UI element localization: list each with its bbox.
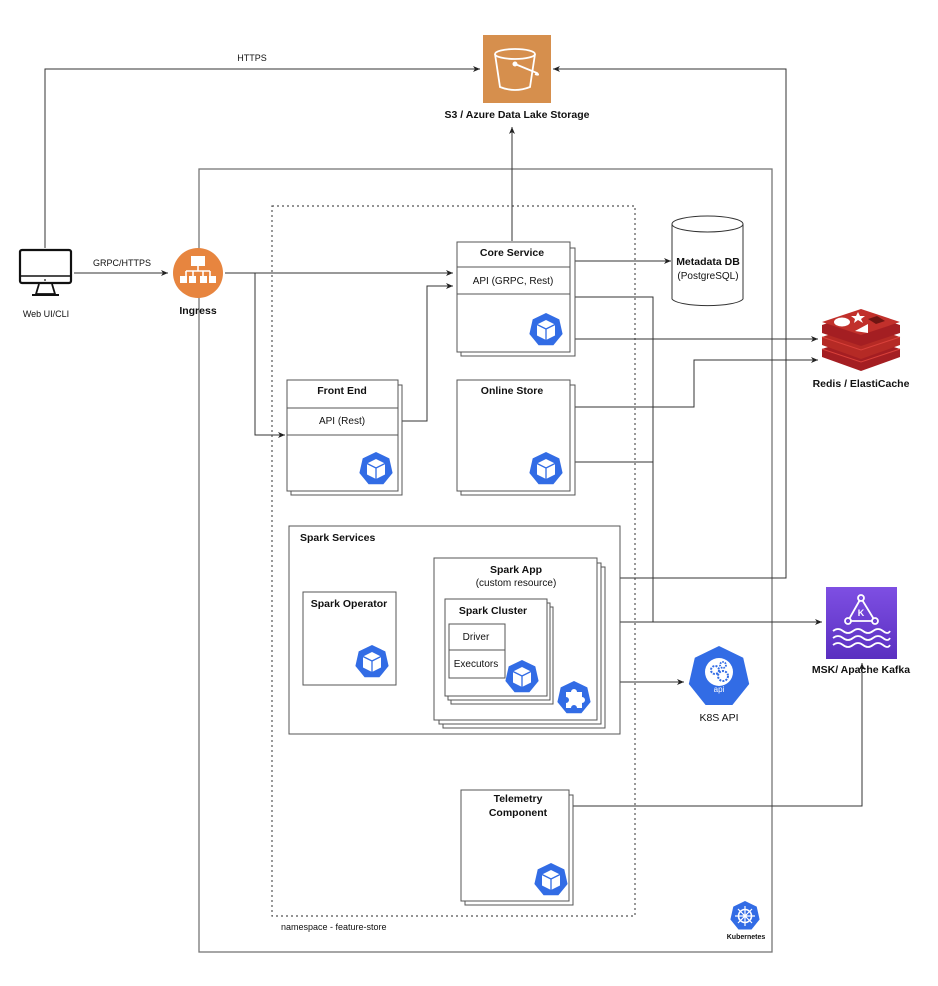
redis-node[interactable]: Redis / ElastiCache [813, 309, 910, 390]
custom-resource-icon [557, 681, 591, 714]
k8s-api-label: K8S API [699, 712, 738, 724]
edge-sparkapp-to-storage [553, 66, 787, 579]
ingress-label: Ingress [179, 305, 217, 317]
kubernetes-badge: Kubernetes [727, 901, 766, 941]
edges [44, 66, 865, 807]
redis-label: Redis / ElastiCache [813, 378, 910, 390]
storage-node[interactable]: S3 / Azure Data Lake Storage [445, 35, 590, 121]
monitor-icon [18, 248, 73, 296]
spark-app-title: Spark App [490, 564, 542, 576]
kafka-icon [832, 594, 891, 648]
ingress-icon-bg [173, 248, 223, 298]
core-service-api: API (GRPC, Rest) [473, 276, 554, 287]
k8s-api-icon-text: api [714, 685, 725, 694]
spark-executors: Executors [454, 659, 498, 670]
edge-label-grpc-https: GRPC/HTTPS [93, 258, 151, 268]
edge-onlinestore-to-redis [570, 357, 818, 408]
kafka-k-glyph: K [858, 608, 865, 618]
spark-driver: Driver [463, 632, 490, 643]
k8s-api-icon: api [688, 646, 750, 705]
web-client-label: Web UI/CLI [23, 309, 69, 319]
spark-app-subtitle: (custom resource) [476, 578, 557, 589]
online-store-node[interactable]: Online Store [456, 379, 576, 496]
spark-operator-node[interactable]: Spark Operator [302, 591, 397, 686]
namespace-label: namespace - feature-store [281, 922, 387, 932]
k8s-api-node[interactable]: api K8S API [688, 646, 750, 724]
edge-frontend-to-core [398, 283, 453, 422]
kubernetes-cluster-boundary [198, 168, 773, 953]
metadata-db-subtitle: (PostgreSQL) [677, 271, 738, 282]
metadata-db-node[interactable]: Metadata DB (PostgreSQL) [671, 215, 744, 307]
redis-icon [821, 309, 901, 371]
edge-web-to-storage [44, 66, 480, 248]
load-balancer-icon [180, 256, 216, 283]
web-client-node[interactable]: Web UI/CLI [18, 248, 73, 319]
front-end-title: Front End [317, 385, 367, 397]
telemetry-title-2: Component [489, 807, 548, 819]
spark-cluster-node[interactable]: Spark Cluster Driver Executors [444, 598, 554, 705]
spark-services-group: Spark Services Spark Operator Spark App … [288, 525, 621, 735]
front-end-api: API (Rest) [319, 416, 365, 427]
metadata-db-title: Metadata DB [676, 256, 740, 268]
online-store-title: Online Store [481, 385, 544, 397]
front-end-node[interactable]: Front End API (Rest) [286, 379, 403, 496]
core-service-title: Core Service [480, 247, 544, 259]
telemetry-node[interactable]: Telemetry Component [460, 789, 574, 906]
namespace-boundary [271, 205, 636, 917]
bucket-icon-bg [483, 35, 551, 103]
spark-operator-title: Spark Operator [311, 598, 387, 610]
edge-telemetry-to-kafka [573, 663, 865, 807]
kafka-node[interactable]: K MSK/ Apache Kafka [812, 587, 910, 676]
ingress-node[interactable]: Ingress [173, 248, 223, 317]
edge-core-to-kafka [570, 296, 654, 622]
storage-label: S3 / Azure Data Lake Storage [445, 109, 590, 121]
core-service-node[interactable]: Core Service API (GRPC, Rest) [456, 241, 576, 357]
spark-services-label: Spark Services [300, 532, 375, 544]
edge-label-https: HTTPS [237, 53, 267, 63]
spark-cluster-title: Spark Cluster [459, 605, 527, 617]
edge-ingress-to-frontend [254, 273, 285, 438]
kafka-label: MSK/ Apache Kafka [812, 664, 910, 676]
telemetry-title: Telemetry [494, 793, 543, 805]
kubernetes-label: Kubernetes [727, 934, 766, 941]
kubernetes-helm-icon [730, 901, 760, 930]
bucket-icon [494, 48, 540, 91]
